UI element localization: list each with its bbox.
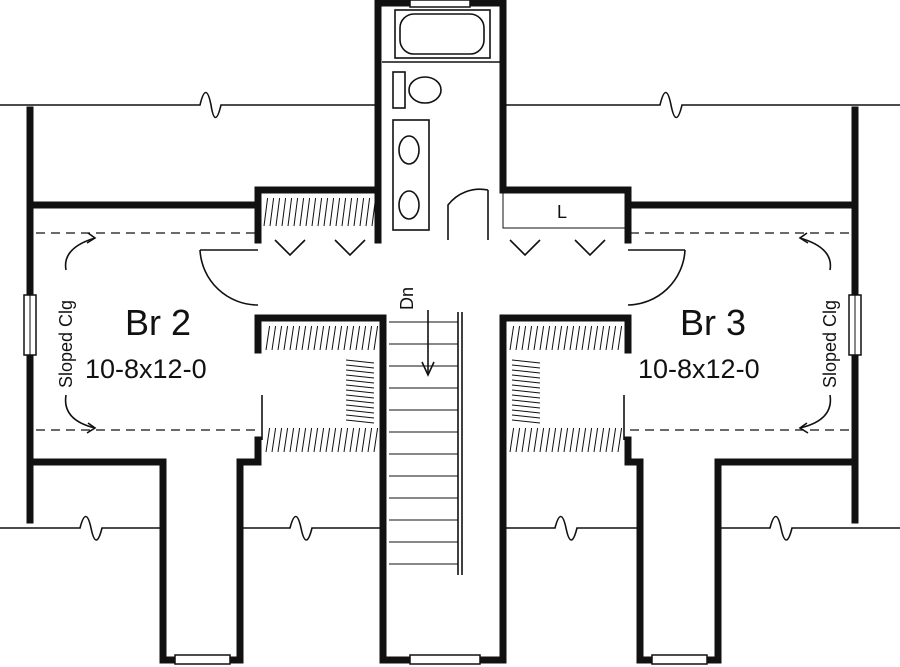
bifold-doors xyxy=(274,239,606,257)
closet-hatch-top-left xyxy=(263,197,377,227)
sloped-ceiling-note-left: Sloped Clg xyxy=(56,300,76,388)
sloped-ceiling-note-right: Sloped Clg xyxy=(820,300,840,388)
br3-name: Br 3 xyxy=(680,302,746,343)
closet-hatch-vert-right xyxy=(511,359,541,424)
stair-arrow xyxy=(421,310,435,377)
stair-label: Dn xyxy=(397,287,417,310)
window-dormer-center xyxy=(409,654,481,665)
br3-size: 10-8x12-0 xyxy=(638,354,760,384)
roof-break-line-top-right xyxy=(503,91,900,119)
roof-break-line-bottom xyxy=(0,515,900,541)
closet-hatch-vert-left xyxy=(345,359,375,424)
stairs xyxy=(389,312,463,575)
vanity-sinks xyxy=(392,119,430,231)
window-bath xyxy=(409,0,471,8)
br2-door xyxy=(199,249,259,306)
linen-closet: L xyxy=(502,191,626,229)
closet-hatch-low-left xyxy=(265,427,379,453)
window-dormer-left xyxy=(174,654,231,665)
roof-break-line-top-left xyxy=(0,91,378,119)
sloped-ceiling-lines xyxy=(36,232,849,431)
bath-door xyxy=(447,188,489,240)
window-dormer-right xyxy=(651,654,708,665)
bathtub xyxy=(394,9,491,59)
closet-hatch-mid-left xyxy=(265,325,379,351)
linen-label: L xyxy=(557,202,567,222)
window-left xyxy=(23,294,37,356)
toilet xyxy=(392,71,442,109)
sloped-ceiling-arrows xyxy=(64,232,832,434)
br3-door xyxy=(627,249,686,306)
closet-hatch-mid-right xyxy=(509,325,623,351)
closet-hatch-low-right xyxy=(509,427,623,453)
br2-size: 10-8x12-0 xyxy=(85,354,207,384)
br2-name: Br 2 xyxy=(125,302,191,343)
window-right xyxy=(848,294,862,356)
closet-jambs xyxy=(261,395,625,440)
